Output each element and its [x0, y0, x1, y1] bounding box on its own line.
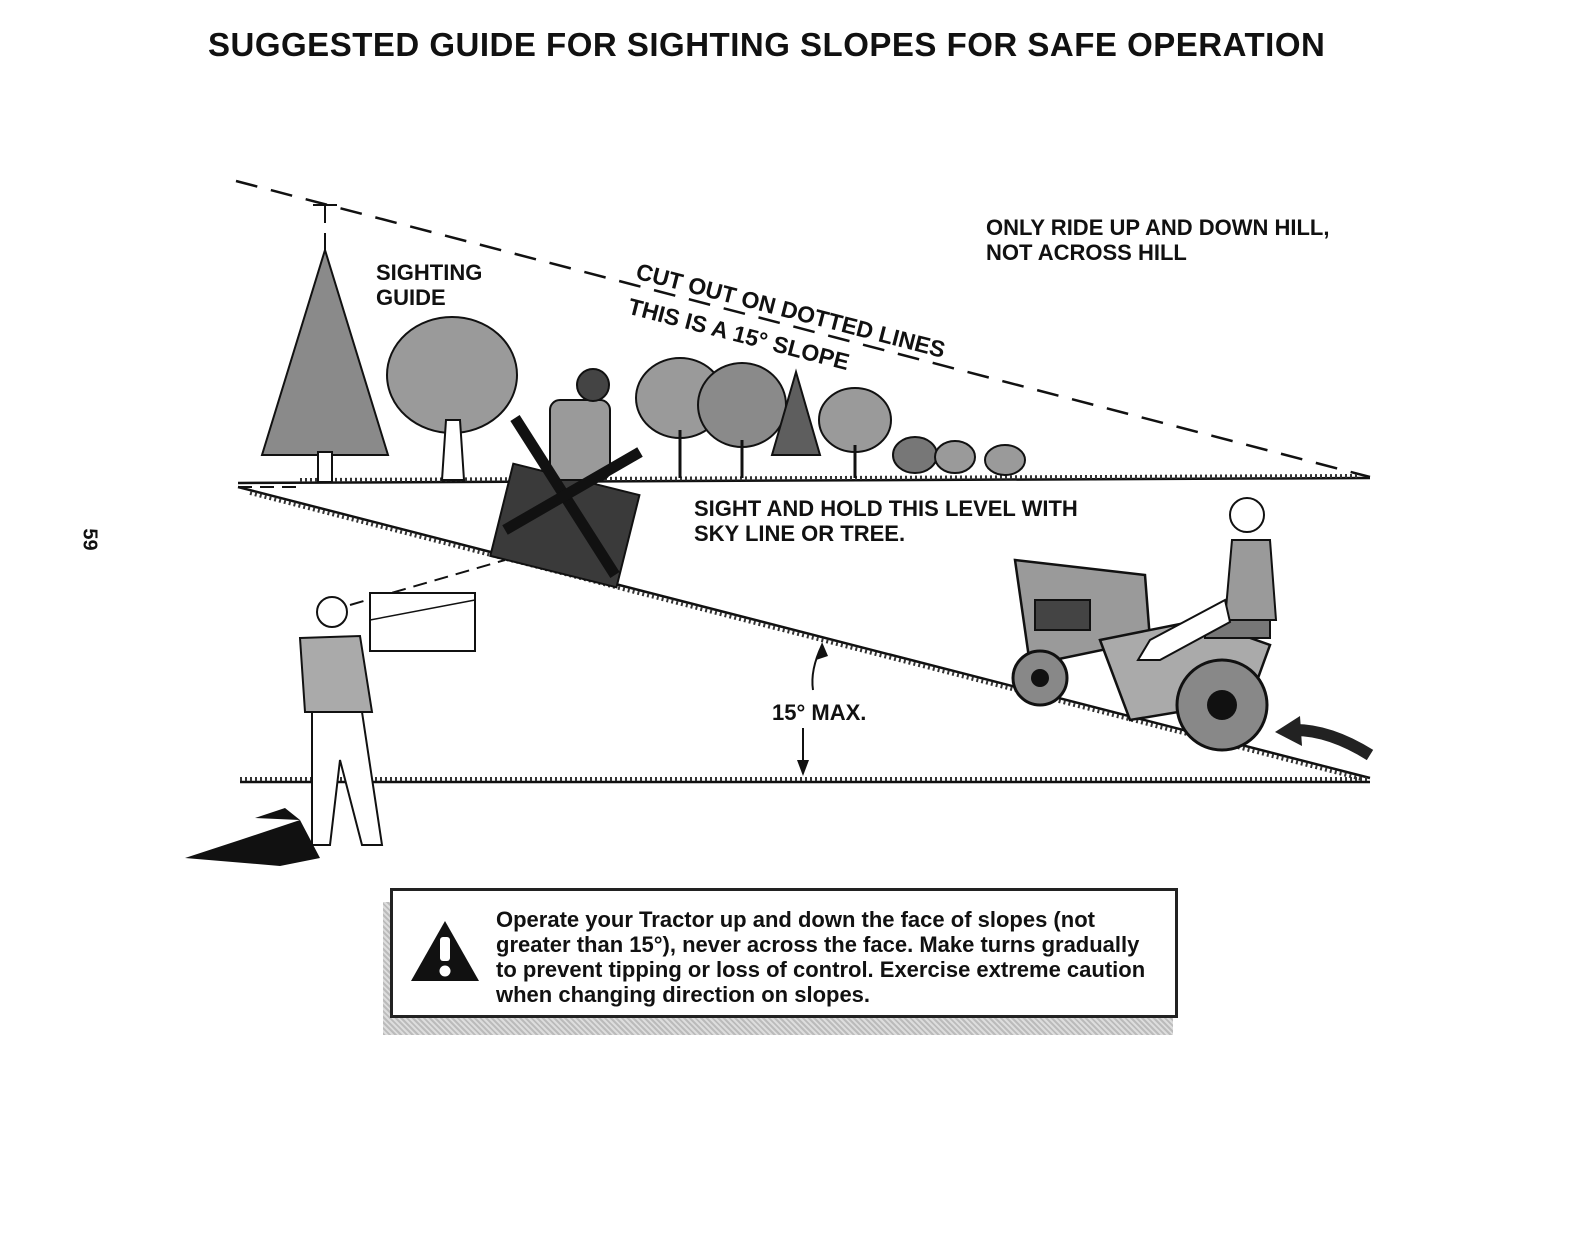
- tree-deciduous: [386, 316, 518, 481]
- warning-box: Operate your Tractor up and down the fac…: [390, 888, 1178, 1018]
- max-angle-label: 15° MAX.: [772, 700, 867, 725]
- warning-text: Operate your Tractor up and down the fac…: [496, 907, 1146, 1007]
- tractor-up-hill: [1011, 497, 1278, 752]
- person-sighting: [185, 559, 506, 866]
- slope-grass: [249, 491, 1363, 781]
- sighting-card: [369, 592, 476, 652]
- horizon-line: [237, 476, 1371, 485]
- direction-arrow: [1294, 724, 1374, 761]
- person-shadow: [185, 808, 320, 866]
- ride-up-down-label: ONLY RIDE UP AND DOWN HILL, NOT ACROSS H…: [986, 215, 1330, 265]
- warning-triangle-icon: [411, 921, 479, 981]
- tree-group: [635, 357, 1026, 478]
- tree-conifer-large: [260, 246, 390, 483]
- tractor-across-hill-crossed: [489, 368, 643, 589]
- dotted-cut-line: [235, 179, 1371, 479]
- horizon-grass: [299, 474, 1361, 482]
- page-title: SUGGESTED GUIDE FOR SIGHTING SLOPES FOR …: [208, 26, 1326, 63]
- sight-hold-label: SIGHT AND HOLD THIS LEVEL WITH SKY LINE …: [694, 496, 1078, 546]
- slope-line: [237, 485, 1371, 780]
- sighting-guide-label: SIGHTING GUIDE: [376, 260, 483, 310]
